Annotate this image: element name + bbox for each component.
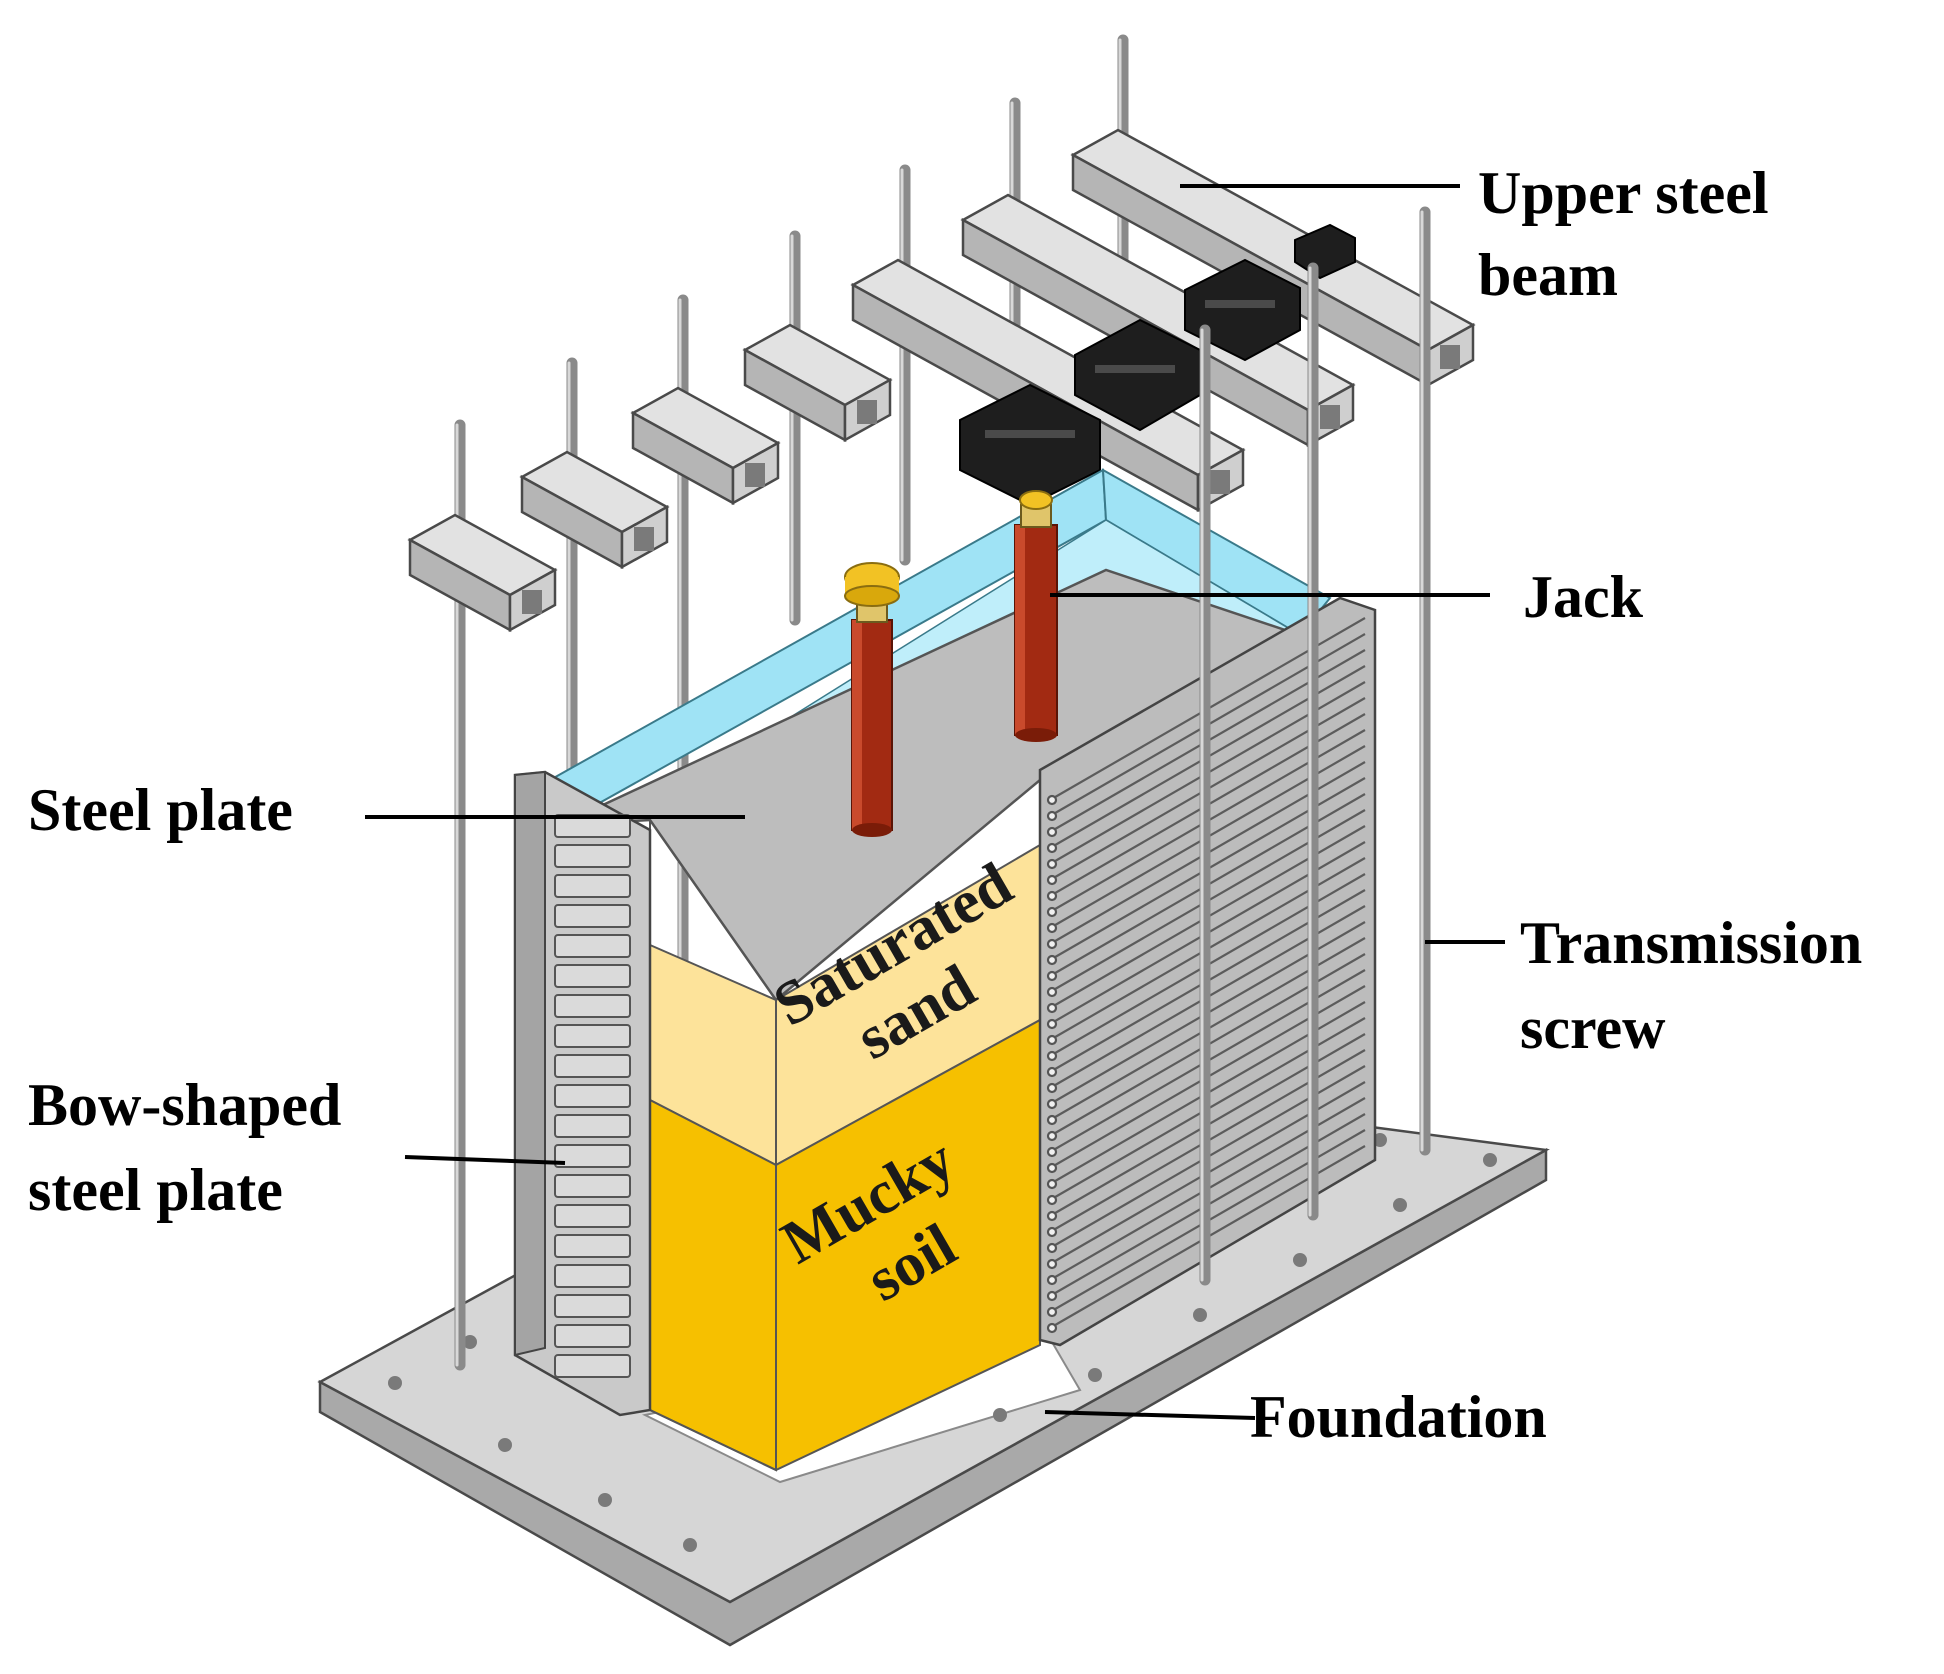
svg-text:Bow-shaped: Bow-shaped [28, 1072, 341, 1138]
svg-text:steel plate: steel plate [28, 1157, 283, 1223]
side-panel-rib-end [1046, 1146, 1058, 1158]
side-panel-rib-end [1046, 1098, 1058, 1110]
side-panel-rib-end [1046, 1082, 1058, 1094]
transmission-screws-front [1199, 206, 1431, 1286]
bow-shaped-steel-plate [513, 770, 652, 1417]
side-panel-rib-end [1046, 1130, 1058, 1142]
bow-plate-rib [554, 844, 631, 868]
bow-plate-rib [554, 904, 631, 928]
side-panel-rib-end [1046, 938, 1058, 950]
bow-plate-rib [554, 934, 631, 958]
label-upper-steel-beam: Upper steel beam [1478, 160, 1769, 308]
bow-plate-rib [554, 1294, 631, 1318]
label-steel-plate: Steel plate [28, 777, 293, 843]
side-panel-rib-end [1046, 1002, 1058, 1014]
side-panel-rib-end [1046, 1226, 1058, 1238]
bow-plate-rib [554, 1264, 631, 1288]
bow-plate-rib [554, 1084, 631, 1108]
bow-plate-rib [554, 1324, 631, 1348]
bow-plate-rib [554, 1234, 631, 1258]
side-panel-rib-end [1046, 842, 1058, 854]
bow-plate-rib [554, 1204, 631, 1228]
side-panel-rib-end [1046, 858, 1058, 870]
side-panel-rib-end [1046, 1322, 1058, 1334]
side-panel-rib-end [1046, 810, 1058, 822]
side-panel-rib-end [1046, 1242, 1058, 1254]
label-jack: Jack [1523, 564, 1644, 630]
side-panel-rib-end [1046, 954, 1058, 966]
bow-plate-rib [554, 1114, 631, 1138]
label-foundation: Foundation [1250, 1384, 1547, 1450]
beam-short-4 [742, 323, 893, 443]
side-panel-rib-end [1046, 1274, 1058, 1286]
jack-right [1014, 490, 1058, 742]
jacks [844, 490, 1058, 837]
bow-plate-rib [554, 964, 631, 988]
side-panel-rib-end [1046, 890, 1058, 902]
bow-plate-rib [554, 1054, 631, 1078]
side-panel-rib-end [1046, 1194, 1058, 1206]
side-panel-rib-end [1046, 874, 1058, 886]
bow-plate-rib [554, 1144, 631, 1168]
side-panel-rib-end [1046, 922, 1058, 934]
bow-plate-rib [554, 874, 631, 898]
label-bow-shaped-steel-plate: Bow-shaped steel plate [28, 1072, 341, 1223]
side-panel-rib-end [1046, 1210, 1058, 1222]
side-panel-rib-end [1046, 1290, 1058, 1302]
svg-text:Transmission: Transmission [1520, 910, 1862, 976]
side-panel-rib-end [1046, 1306, 1058, 1318]
jack-left [844, 562, 900, 837]
bow-plate-rib [554, 1174, 631, 1198]
leader-foundation [1044, 1410, 1256, 1420]
bow-plate-rib [554, 994, 631, 1018]
svg-text:screw: screw [1520, 995, 1666, 1061]
svg-text:beam: beam [1478, 242, 1618, 308]
side-panel-rib-end [1046, 1178, 1058, 1190]
label-transmission-screw: Transmission screw [1520, 910, 1862, 1061]
bow-plate-rib [554, 1354, 631, 1378]
side-panel-rib-end [1046, 1050, 1058, 1062]
svg-text:Upper steel: Upper steel [1478, 160, 1769, 226]
leader-bow-shaped-steel-plate [404, 1155, 566, 1165]
side-panel-rib-end [1046, 1258, 1058, 1270]
bow-plate-rib [554, 1024, 631, 1048]
side-panel-rib-end [1046, 906, 1058, 918]
side-panel-rib-end [1046, 970, 1058, 982]
side-panel-rib-end [1046, 1162, 1058, 1174]
side-panel-rib-end [1046, 1018, 1058, 1030]
side-panel-rib-end [1046, 826, 1058, 838]
beam-short-1 [407, 513, 558, 633]
side-panel-rib-end [1046, 794, 1058, 806]
side-panel-rib-end [1046, 986, 1058, 998]
side-panel-rib-end [1046, 1114, 1058, 1126]
beam-short-2 [519, 450, 670, 570]
side-panel-rib-end [1046, 1034, 1058, 1046]
beam-short-3 [630, 386, 781, 506]
side-panel-rib-end [1046, 1066, 1058, 1078]
